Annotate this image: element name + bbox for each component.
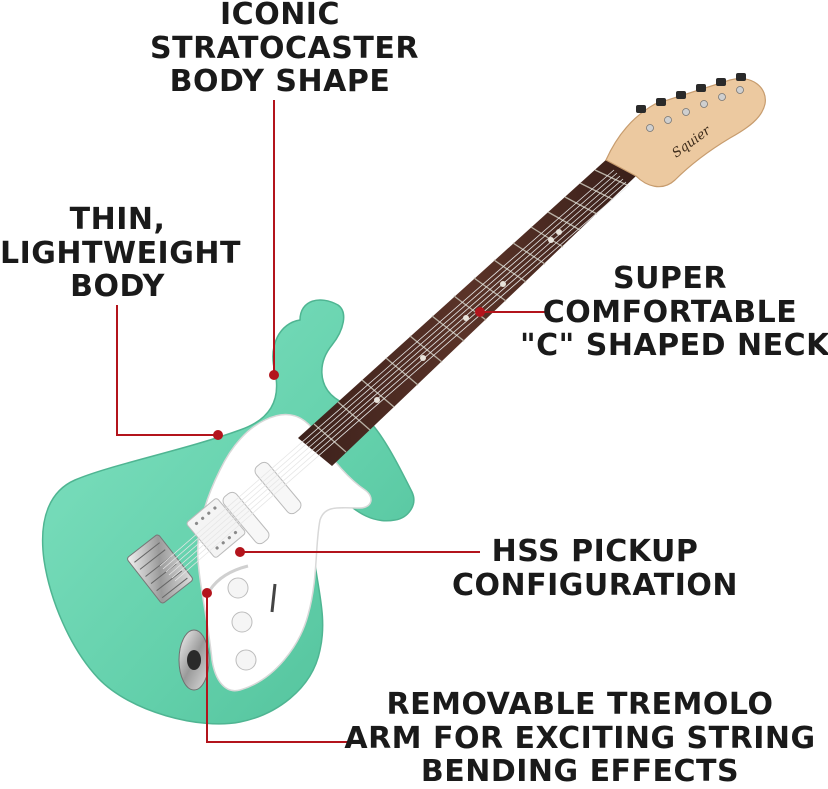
callout-body-shape: ICONIC STRATOCASTER BODY SHAPE [150,0,419,100]
callout-line: STRATOCASTER [150,30,419,66]
dot-neck [475,307,485,317]
callout-line: ARM FOR EXCITING STRING [344,720,816,756]
callout-line: BODY SHAPE [169,64,391,100]
guitar-strings [159,169,630,582]
single-coil-pickup-middle [222,491,270,545]
callout-neck: SUPER COMFORTABLE "C" SHAPED NECK [520,261,828,364]
callout-line: ICONIC [220,0,340,32]
dot-hss [235,547,245,557]
single-coil-pickup-neck [254,461,302,515]
callout-line: SUPER [612,261,728,296]
callout-hss-pickups: HSS PICKUP CONFIGURATION [445,535,745,602]
dot-thin-body [213,430,223,440]
callout-dots [202,307,485,598]
dot-tremolo [202,588,212,598]
callout-tremolo: REMOVABLE TREMOLO ARM FOR EXCITING STRIN… [335,688,825,789]
callout-line: "C" SHAPED NECK [520,328,828,364]
leader-tremolo [206,593,356,743]
tuning-post-icon [646,86,744,132]
tremolo-arm [208,564,249,591]
control-knobs [227,577,257,671]
callout-line: THIN, [69,202,166,237]
tremolo-bridge [127,534,193,604]
dot-body-shape [269,370,279,380]
headstock [605,78,766,188]
callout-line: HSS PICKUP [491,534,699,569]
callout-line: LIGHTWEIGHT [0,235,241,271]
tuning-pegs [636,73,746,113]
callout-line: CONFIGURATION [452,567,738,603]
callout-thin-body: THIN, LIGHTWEIGHT BODY [0,202,241,305]
leader-thin-body [116,305,218,436]
callout-leader-lines [116,100,550,743]
callout-line: COMFORTABLE [542,294,798,330]
output-jack [178,629,210,691]
selector-switch [270,583,277,613]
callout-line: BENDING EFFECTS [420,754,740,789]
callout-line: BODY [70,269,165,305]
callout-line: REMOVABLE TREMOLO [386,687,774,722]
